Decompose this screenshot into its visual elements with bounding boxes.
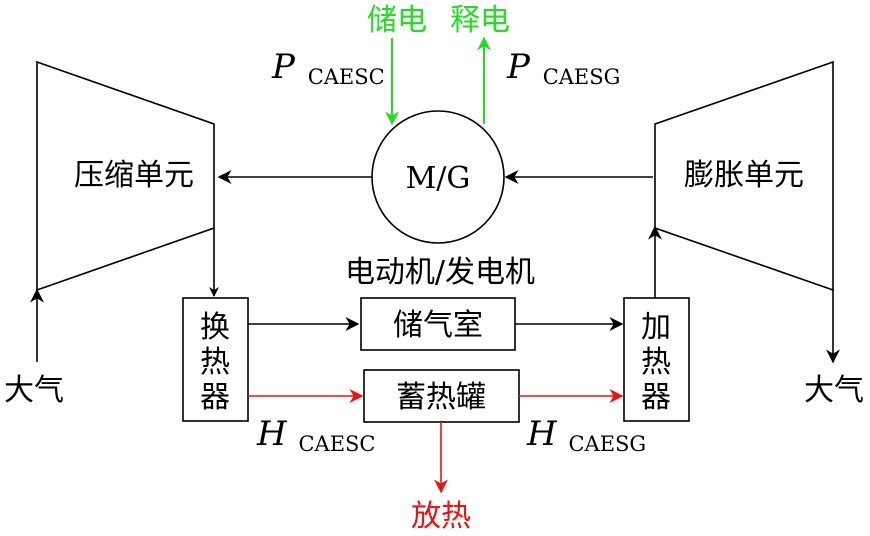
heat-in-label: H CAESC [256,414,376,456]
charge-power-label: P CAESC [271,47,385,89]
heat-tank-label: 蓄热罐 [396,380,486,415]
atmosphere-right-label: 大气 [804,373,864,408]
heat-exchanger-char-2: 热 [200,345,230,380]
heat-in-symbol: H [256,414,288,454]
heat-out-subscript: CAESG [568,432,646,456]
heat-exchanger-char-1: 换 [200,310,230,345]
atmosphere-left-label: 大气 [4,373,64,408]
motor-generator-caption: 电动机/发电机 [345,255,535,290]
release-electricity-label: 释电 [450,3,510,38]
heat-out-label: H CAESG [526,414,646,456]
heater-char-2: 热 [641,345,671,380]
heater-char-3: 器 [641,380,671,415]
compressor-label: 压缩单元 [74,158,194,193]
heat-exchanger-box [182,297,249,422]
expander-label: 膨胀单元 [684,158,804,193]
store-electricity-label: 储电 [367,3,427,38]
air-storage-label: 储气室 [393,308,483,343]
charge-power-subscript: CAESC [308,65,385,89]
heat-in-subscript: CAESC [298,432,375,456]
motor-generator-label: M/G [406,161,471,196]
heater-char-1: 加 [641,310,671,345]
discharge-power-symbol: P [506,47,531,87]
release-heat-label: 放热 [411,499,471,534]
heater-box [623,297,690,422]
discharge-power-subscript: CAESG [543,65,621,89]
heat-exchanger-char-3: 器 [200,380,230,415]
discharge-power-label: P CAESG [506,47,620,89]
heat-out-symbol: H [526,414,558,454]
charge-power-symbol: P [271,47,296,87]
